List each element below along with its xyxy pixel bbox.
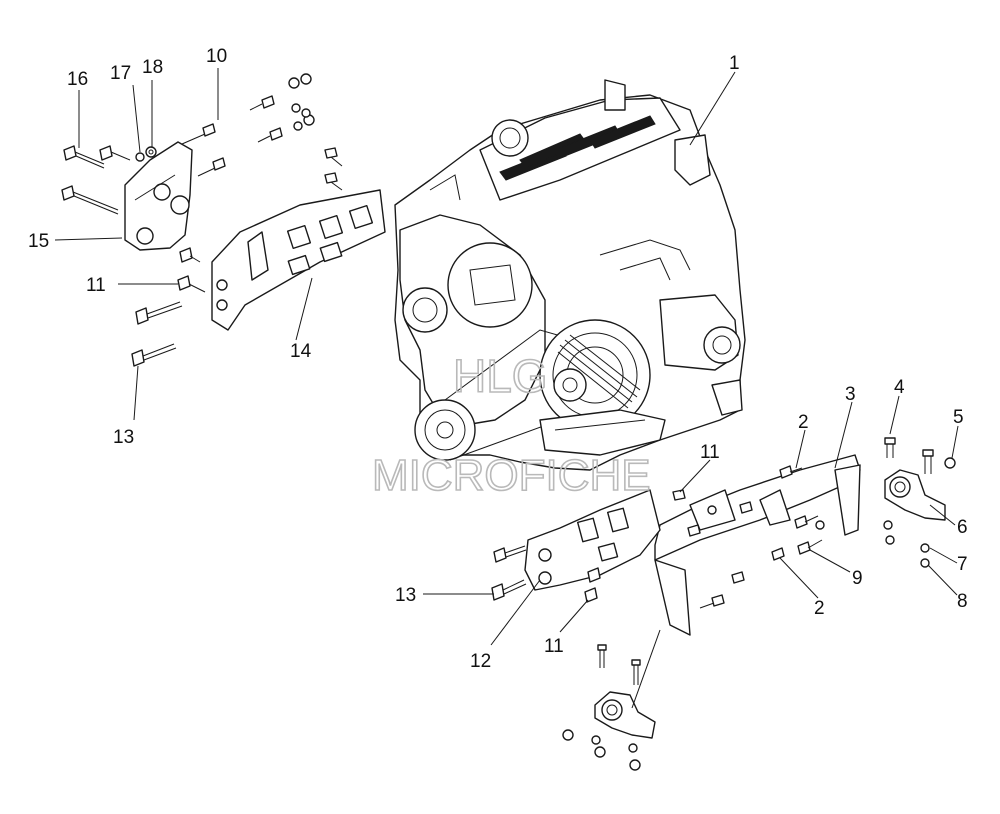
callout-10: 10 (206, 46, 227, 67)
callout-3: 3 (845, 384, 856, 405)
leader-lines (54, 68, 959, 709)
upper-left-bracket (124, 141, 193, 251)
callout-5: 5 (953, 407, 964, 428)
callout-16: 16 (67, 69, 88, 90)
callout-1: 1 (729, 53, 740, 74)
callout-18: 18 (142, 57, 163, 78)
watermark-line2: MICROFICHE (372, 451, 651, 500)
callout-13-lower: 13 (395, 585, 416, 606)
callout-12: 12 (470, 651, 491, 672)
callout-labels: 1 2 2 3 4 5 6 7 8 9 10 11 11 11 12 13 13… (28, 46, 968, 672)
callout-7: 7 (957, 554, 968, 575)
callout-9: 9 (852, 568, 863, 589)
support-frame (654, 454, 861, 636)
rubber-mount-bottom (594, 691, 656, 739)
engine-assembly (394, 79, 746, 471)
lower-mount-plate (524, 489, 661, 591)
callout-13-left: 13 (113, 427, 134, 448)
watermark-line1: HLG (453, 350, 548, 402)
watermark: HLG MICROFICHE (371, 349, 651, 501)
callout-6: 6 (957, 517, 968, 538)
callout-11-lower: 11 (544, 636, 564, 657)
callout-2-upper: 2 (798, 412, 809, 433)
callout-15: 15 (28, 231, 49, 252)
callout-2-lower: 2 (814, 598, 825, 619)
callout-8: 8 (957, 591, 968, 612)
mounting-plate (211, 189, 386, 331)
rubber-mount-right (884, 469, 946, 521)
callout-11-left: 11 (86, 275, 106, 296)
callout-11-right: 11 (700, 442, 720, 463)
bolt-group-upper-left (61, 73, 343, 367)
callout-17: 17 (110, 63, 131, 84)
callout-14: 14 (290, 341, 312, 362)
bolt-group-lower-right (491, 437, 956, 771)
callout-4: 4 (894, 377, 905, 398)
